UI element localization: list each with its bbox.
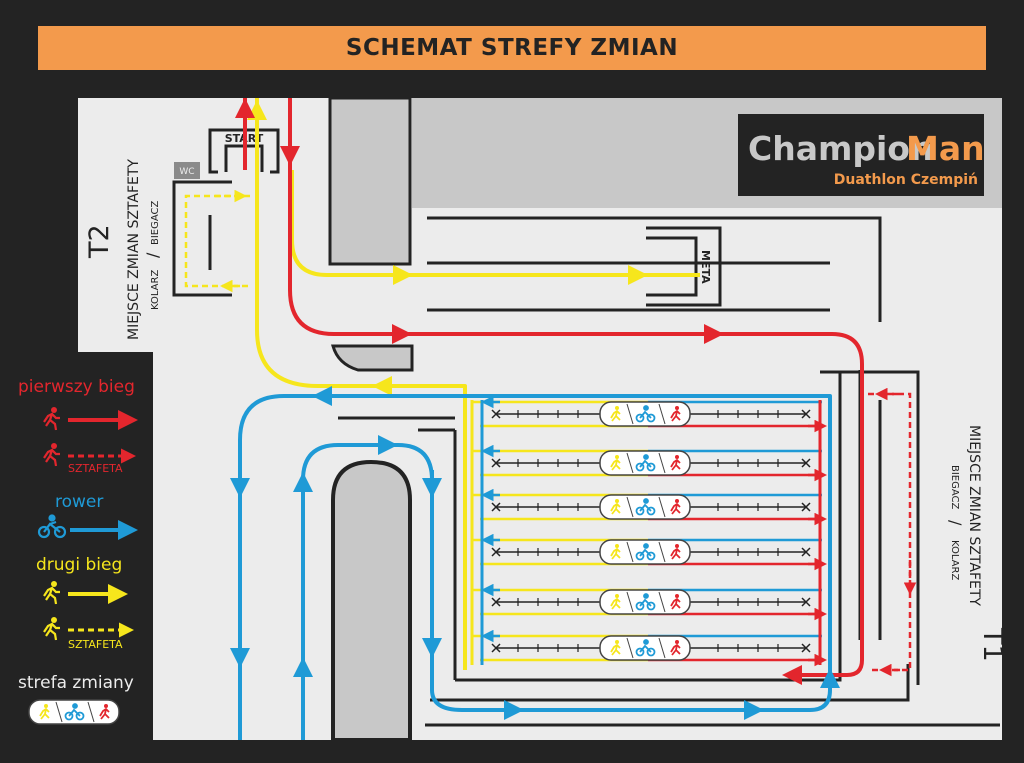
t2-label-group: T2 MIEJSCE ZMIAN SZTAFETY KOLARZ / BIEGA… xyxy=(84,159,162,340)
t2-relay-title: MIEJSCE ZMIAN SZTAFETY xyxy=(126,159,142,340)
bike-rack-row xyxy=(472,488,827,526)
runner-icon xyxy=(670,406,681,422)
transition-zone-badge xyxy=(599,635,691,661)
bike-rack-row xyxy=(472,629,827,667)
legend-first-run-relay-label: SZTAFETA xyxy=(68,462,123,475)
legend-zone-label: strefa zmiany xyxy=(18,673,134,693)
runner-icon xyxy=(39,704,50,720)
t1-slash: / xyxy=(946,520,965,526)
logo-subtitle: Duathlon Czempiń xyxy=(834,172,978,188)
runner-icon xyxy=(670,499,681,515)
legend-first-run-label: pierwszy bieg xyxy=(18,377,135,397)
bike-rack-row xyxy=(472,533,827,571)
runner-icon xyxy=(670,544,681,560)
runner-icon-red-relay xyxy=(43,443,60,467)
route-bike xyxy=(230,386,840,740)
transition-zone-badge xyxy=(599,450,691,476)
page-title: SCHEMAT STREFY ZMIAN xyxy=(38,26,986,70)
bike-racks xyxy=(470,395,832,667)
transition-zone-badge xyxy=(599,589,691,615)
building-island xyxy=(331,459,412,742)
bike-rack-row xyxy=(472,444,827,482)
legend-second-run-relay-label: SZTAFETA xyxy=(68,638,123,651)
bike-icon-blue xyxy=(37,514,67,539)
route-first-run xyxy=(235,98,864,685)
runner-icon xyxy=(610,594,621,610)
t1-relay-title: MIEJSCE ZMIAN SZTAFETY xyxy=(966,425,982,606)
legend-bike-label: rower xyxy=(55,492,103,512)
bike-rack-row xyxy=(472,395,827,433)
rack-connectors xyxy=(470,400,832,665)
championman-logo: Champion Man Duathlon Czempiń xyxy=(738,114,985,196)
t2-label: T2 xyxy=(84,224,115,259)
t1-relay-to: KOLARZ xyxy=(949,540,960,580)
transition-zone-badge xyxy=(599,539,691,565)
runner-icon xyxy=(670,594,681,610)
runner-icon xyxy=(99,704,110,720)
t1-relay-path xyxy=(868,387,917,677)
runner-icon xyxy=(610,544,621,560)
wc-label: WC xyxy=(179,167,194,177)
t2-relay-from: KOLARZ xyxy=(150,270,161,310)
runner-icon xyxy=(670,640,681,656)
logo-text-man: Man xyxy=(906,129,985,168)
runner-icon xyxy=(610,499,621,515)
t1-relay-from: BIEGACZ xyxy=(949,465,960,510)
transition-zone-badge xyxy=(599,494,691,520)
t1-label-group: MIEJSCE ZMIAN SZTAFETY BIEGACZ / KOLARZ … xyxy=(946,425,1008,662)
transition-zone-badge xyxy=(599,401,691,427)
t1-label: T1 xyxy=(977,627,1008,662)
meta-label: META xyxy=(699,250,712,284)
venue-ground xyxy=(78,98,1002,740)
bike-icon xyxy=(635,498,656,516)
bike-icon xyxy=(635,543,656,561)
traffic-island xyxy=(331,344,414,372)
runner-icon xyxy=(610,406,621,422)
building-left xyxy=(328,96,412,266)
legend-zone-icon xyxy=(28,699,120,725)
runner-icon xyxy=(610,640,621,656)
bike-rack-row xyxy=(472,583,827,621)
runner-icon xyxy=(610,455,621,471)
t2-relay-path xyxy=(184,189,250,293)
t2-relay-fence xyxy=(172,180,232,297)
bike-icon xyxy=(635,639,656,657)
runner-icon-red xyxy=(43,407,60,431)
bike-icon xyxy=(64,703,85,721)
bike-icon xyxy=(635,454,656,472)
bike-icon xyxy=(635,405,656,423)
t2-relay-to: BIEGACZ xyxy=(150,200,161,245)
legend: pierwszy bieg SZTAFETA rower drugi bieg xyxy=(18,377,138,725)
finish-gate: META xyxy=(646,226,722,307)
t2-slash: / xyxy=(143,252,162,258)
logo-text-champion: Champion xyxy=(748,129,933,168)
legend-second-run-label: drugi bieg xyxy=(36,555,122,575)
runner-icon-yellow-relay xyxy=(43,617,60,641)
legend-zone-badge xyxy=(28,699,120,725)
runner-icon xyxy=(670,455,681,471)
runner-icon-yellow xyxy=(43,581,60,605)
route-second-run xyxy=(247,98,700,670)
bike-icon xyxy=(635,593,656,611)
wc-box: WC xyxy=(174,162,200,179)
